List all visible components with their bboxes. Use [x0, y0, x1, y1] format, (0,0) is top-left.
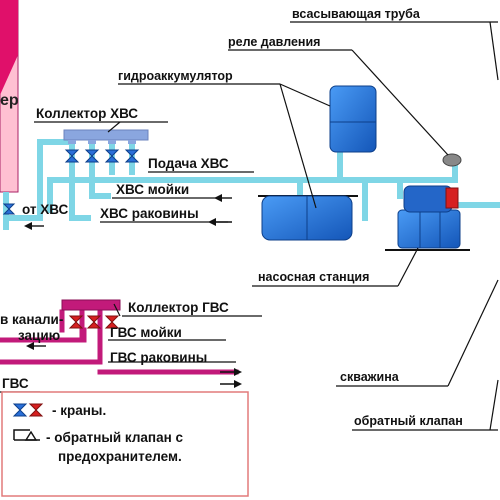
cold-taps	[2, 149, 140, 215]
label-to-sewer-2: зацию	[18, 328, 61, 343]
legend-valve-text-1: - обратный клапан с	[46, 430, 184, 445]
legend-box	[1, 391, 249, 497]
label-hot: ГВС	[2, 376, 29, 391]
check-valve-icon	[13, 429, 30, 440]
accumulator-tank-lower	[258, 195, 358, 241]
legend-taps-text: - краны.	[52, 403, 107, 418]
label-from-cold: от ХВС	[22, 202, 69, 217]
label-suction-pipe: всасывающая труба	[292, 7, 420, 21]
label-cold-sink: ХВС мойки	[116, 182, 190, 197]
label-well: скважина	[340, 370, 399, 384]
hot-tap-icon	[28, 403, 44, 417]
label-cold-washbasin: ХВС раковины	[100, 206, 199, 221]
pressure-relay	[442, 153, 462, 167]
leader-lines	[0, 21, 499, 431]
label-hot-sink: ГВС мойки	[110, 325, 182, 340]
label-hot-washbasin: ГВС раковины	[110, 350, 208, 365]
label-pressure-relay: реле давления	[228, 35, 321, 49]
label-pump-station: насосная станция	[258, 270, 370, 284]
label-cold-supply: Подача ХВС	[148, 156, 229, 171]
legend-valve-text-2: предохранителем.	[58, 449, 182, 464]
hot-water-collector	[61, 299, 121, 311]
cold-water-collector	[63, 129, 149, 144]
label-check-valve: обратный клапан	[354, 414, 463, 428]
label-hot-collector: Коллектор ГВС	[128, 300, 229, 315]
cold-tap-icon	[12, 403, 28, 417]
water-heater	[0, 0, 19, 230]
flow-arrows	[24, 194, 242, 388]
hot-water-pipes	[0, 309, 239, 375]
accumulator-tank-upper	[329, 85, 377, 153]
pump-station	[385, 185, 470, 251]
heater-label: ер	[0, 92, 19, 109]
hot-taps	[68, 315, 120, 329]
label-accumulator: гидроаккумулятор	[118, 69, 233, 83]
label-to-sewer-1: в канали-	[0, 312, 64, 327]
label-cold-collector: Коллектор ХВС	[36, 106, 139, 121]
